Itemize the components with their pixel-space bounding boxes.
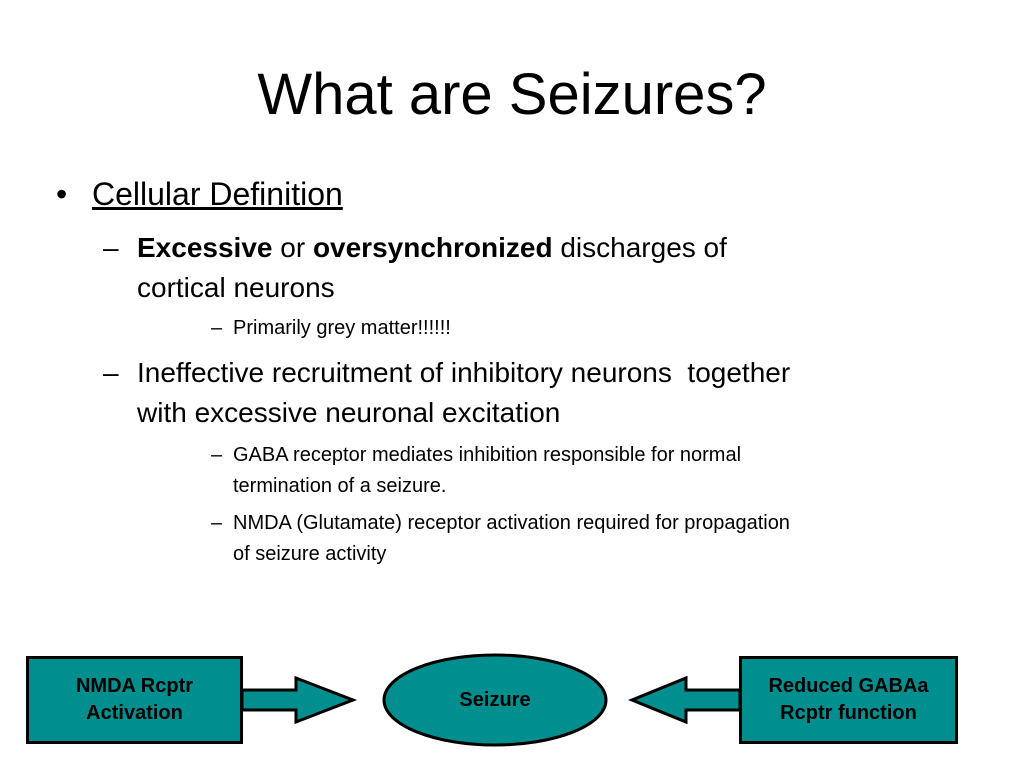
gabaa-box-line1: Reduced GABAa [768,675,929,697]
text-nmda-line2: of seizure activity [233,543,387,565]
text-nmda-line1: NMDA (Glutamate) receptor activation req… [233,512,790,534]
text-or: or [272,232,313,263]
nmda-box-label: NMDA Rcptr Activation [76,673,193,727]
text-ineffective-line2: with excessive neuronal excitation [137,397,561,428]
nmda-box-line2: Activation [86,702,183,724]
bullet-text-gaba: GABA receptor mediates inhibition respon… [233,440,968,502]
text-ineffective-line1: Ineffective recruitment of inhibitory ne… [137,357,791,388]
bullet-marker: • [56,176,68,212]
bold-oversynchronized: oversynchronized [312,232,553,263]
dash-marker: – [211,317,223,339]
slide-title: What are Seizures? [257,62,767,127]
dash-marker: – [211,444,223,466]
bold-excessive: Excessive [137,232,273,263]
text-gaba-line1: GABA receptor mediates inhibition respon… [233,444,742,466]
dash-marker: – [103,232,119,263]
text-cortical-neurons: cortical neurons [137,272,335,303]
right-arrow-shape [240,675,358,725]
seizure-oval-shape [382,653,608,747]
bullet-text-cellular-definition: Cellular Definition [92,176,343,212]
dash-marker: – [103,357,119,388]
text-discharges: discharges of [552,232,727,263]
text-gaba-line2: termination of a seizure. [233,475,447,497]
nmda-activation-box: NMDA Rcptr Activation [26,656,243,744]
bullet-text-nmda: NMDA (Glutamate) receptor activation req… [233,508,968,570]
dash-marker: – [211,512,223,534]
bullet-text-excessive: Excessive or oversynchronized discharges… [137,228,947,308]
bullet-text-grey-matter: Primarily grey matter!!!!!! [233,317,451,339]
nmda-box-line1: NMDA Rcptr [75,675,194,697]
left-arrow-shape [628,675,742,725]
gabaa-reduction-box: Reduced GABAa Rcptr function [739,656,958,744]
seizure-label: Seizure [459,689,531,711]
gabaa-box-label: Reduced GABAa Rcptr function [768,673,928,727]
gabaa-box-line2: Rcptr function [780,702,917,724]
bullet-text-ineffective: Ineffective recruitment of inhibitory ne… [137,353,947,433]
